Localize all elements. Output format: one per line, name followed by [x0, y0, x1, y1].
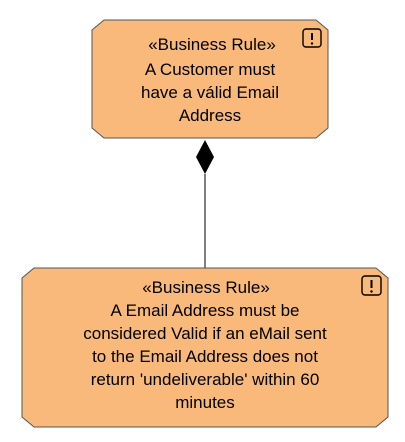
rule-text-line: minutes: [175, 393, 235, 412]
composition-edge[interactable]: [196, 140, 214, 268]
node-shape: [91, 19, 329, 139]
rule-text-line: Address: [179, 106, 241, 125]
stereotype-label: «Business Rule»: [142, 278, 270, 297]
rule-text-line: to the Email Address does not: [92, 347, 318, 366]
business-rule-node-1[interactable]: «Business Rule» A Customer must have a v…: [91, 19, 329, 139]
stereotype-label: «Business Rule»: [148, 35, 276, 54]
exclamation-box-icon: [361, 275, 382, 296]
business-rule-node-2[interactable]: «Business Rule» A Email Address must be …: [21, 267, 389, 428]
exclamation-box-icon: [302, 28, 322, 48]
rule-text-line: considered Valid if an eMail sent: [83, 324, 327, 343]
rule-text-line: A Customer must: [145, 60, 276, 79]
composition-diamond-icon: [196, 140, 214, 174]
node-shape: [21, 267, 389, 428]
rule-text-line: A Email Address must be: [111, 301, 300, 320]
rule-text-line: return 'undeliverable' within 60: [91, 370, 320, 389]
rule-text-line: have a válid Email: [141, 83, 279, 102]
